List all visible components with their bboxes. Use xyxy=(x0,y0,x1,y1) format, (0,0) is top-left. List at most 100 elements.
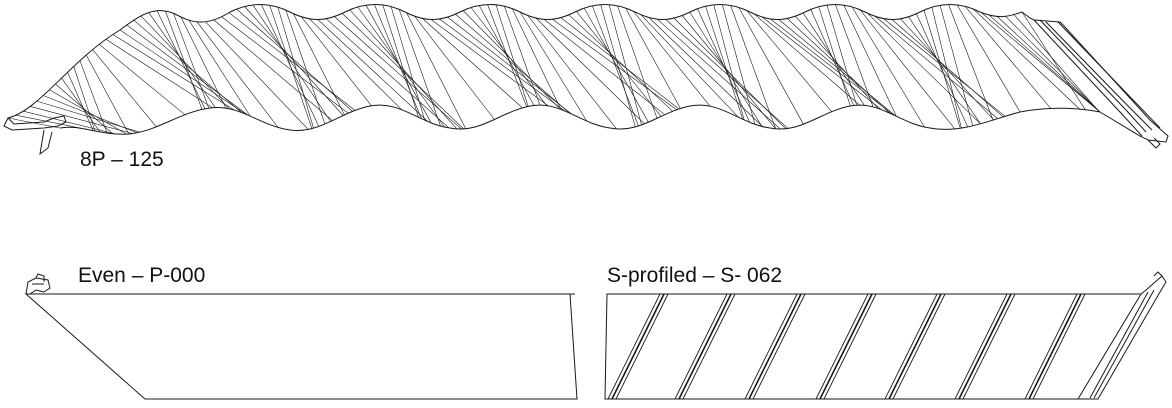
groove-line xyxy=(889,294,941,399)
hatch-line xyxy=(754,14,859,105)
groove-line xyxy=(963,294,1015,399)
hatch-line xyxy=(62,78,101,132)
hatch-line xyxy=(940,5,973,126)
corrugated-left-seam xyxy=(4,116,66,130)
corrugated-right-tab xyxy=(1148,138,1160,148)
hatch-line xyxy=(512,9,561,110)
hatch-line xyxy=(286,10,325,124)
hatch-line xyxy=(23,111,115,134)
hatch-line xyxy=(520,12,587,121)
hatch-line xyxy=(722,5,755,125)
hatch-line xyxy=(875,17,997,119)
groove-line xyxy=(1025,294,1077,399)
corrugated-bottom-edge xyxy=(60,105,1100,134)
hatch-line xyxy=(174,13,209,108)
even-left-seam-detail xyxy=(32,274,44,284)
hatch-line xyxy=(504,6,540,105)
hatch-line xyxy=(714,5,744,120)
groove-line xyxy=(1029,294,1081,399)
hatch-line xyxy=(439,19,565,111)
hatch-line xyxy=(181,17,226,108)
hatch-line xyxy=(141,16,229,109)
hatch-line xyxy=(366,5,431,123)
groove-line xyxy=(816,294,868,399)
hatch-line xyxy=(407,13,466,129)
hatch-line xyxy=(391,7,425,120)
hatch-line xyxy=(342,13,464,128)
hatch-line xyxy=(561,18,679,109)
hatch-line xyxy=(120,30,246,114)
hatch-line xyxy=(924,10,960,128)
hatch-line xyxy=(618,6,658,119)
groove-line xyxy=(820,294,872,399)
hatch-line xyxy=(852,7,925,127)
hatch-line xyxy=(528,16,617,129)
groove-line xyxy=(616,294,668,399)
hatch-line xyxy=(448,17,572,114)
groove-line xyxy=(753,294,805,399)
hatch-line xyxy=(779,20,896,116)
hatch-line xyxy=(134,20,242,112)
s-profiled-panel-s-062 xyxy=(605,272,1166,399)
hatch-line xyxy=(222,17,349,113)
groove-line xyxy=(955,294,1007,399)
groove-line xyxy=(683,294,735,399)
hatch-line xyxy=(690,12,762,126)
hatch-line xyxy=(827,5,857,105)
hatch-line xyxy=(949,5,994,121)
corrugated-left-tab xyxy=(40,130,52,154)
hatch-line xyxy=(206,22,309,130)
hatch-line xyxy=(293,14,344,115)
hatch-line xyxy=(165,11,202,109)
hatch-line xyxy=(916,14,967,127)
hatch-line xyxy=(997,17,1100,113)
hatch-line xyxy=(1014,15,1099,112)
hatch-line xyxy=(358,7,445,127)
groove-line xyxy=(959,294,1011,399)
hatch-line xyxy=(666,19,788,128)
s-right-seam-detail xyxy=(1090,272,1162,398)
hatch-line xyxy=(30,106,132,133)
even-left-seam xyxy=(26,278,50,294)
s-panel-outline xyxy=(605,294,1141,399)
hatch-line xyxy=(237,9,353,111)
corrugated-hatching xyxy=(8,5,1100,135)
hatch-line xyxy=(383,5,419,117)
hatch-line xyxy=(56,84,113,134)
hatch-line xyxy=(592,6,638,126)
hatch-line xyxy=(99,44,185,114)
groove-line xyxy=(885,294,937,399)
hatch-line xyxy=(576,11,661,116)
hatch-line xyxy=(739,8,804,125)
hatch-line xyxy=(844,5,897,116)
hatch-line xyxy=(80,61,107,133)
groove-line xyxy=(608,294,660,399)
hatch-line xyxy=(326,19,449,128)
hatch-line xyxy=(731,5,776,128)
hatch-line xyxy=(423,19,523,108)
hatch-line xyxy=(641,15,738,117)
hatch-line xyxy=(957,5,1020,112)
hatch-line xyxy=(74,66,95,131)
hatch-line xyxy=(93,50,157,127)
hatch-line xyxy=(149,13,216,108)
hatch-line xyxy=(909,17,981,124)
groove-line xyxy=(824,294,876,399)
hatch-line xyxy=(803,13,864,105)
hatch-line xyxy=(633,11,710,106)
groove-line xyxy=(675,294,727,399)
hatch-line xyxy=(649,18,763,127)
hatch-line xyxy=(609,5,642,125)
s-panel-grooves xyxy=(608,294,1085,399)
hatch-line xyxy=(488,5,527,107)
even-panel-outline xyxy=(26,294,577,399)
hatch-line xyxy=(706,6,743,119)
hatch-line xyxy=(536,18,645,124)
hatch-line xyxy=(747,10,832,111)
hatch-line xyxy=(16,115,90,130)
hatch-line xyxy=(626,8,681,109)
groove-line xyxy=(679,294,731,399)
hatch-line xyxy=(892,20,1003,117)
